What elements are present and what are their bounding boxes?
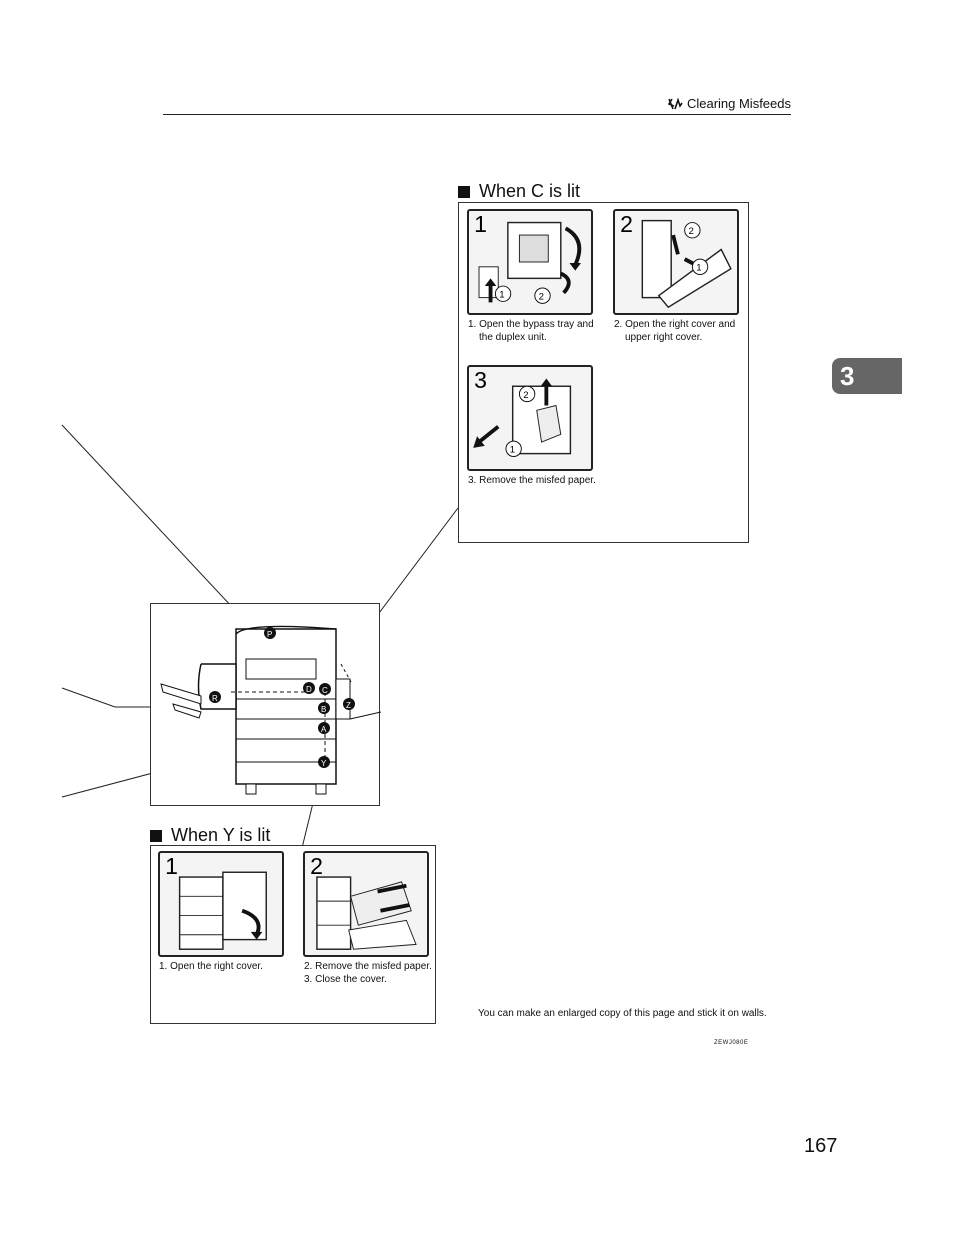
svg-text:1: 1 [499,290,504,301]
svg-text:A: A [321,725,327,734]
square-bullet-icon [150,829,162,842]
section-c-title: When C is lit [479,181,581,201]
label-b: B [318,702,330,714]
step-c1-illustration: 1 1 2 [467,209,593,315]
enlarge-note: You can make an enlarged copy of this pa… [478,1008,767,1019]
label-d: D [303,682,315,694]
section-y-box: 1 1. Open the right cover. 2 2. Remove t… [150,845,436,1024]
svg-text:1: 1 [165,853,178,879]
section-y-heading: When Y is lit [150,825,270,846]
svg-text:R: R [212,694,218,703]
svg-text:2: 2 [310,853,323,879]
step-c2-illustration: 2 2 1 [613,209,739,315]
section-c-box: 1 1 2 1. Open the bypass tray and the du… [458,202,749,543]
label-r: R [209,691,221,703]
header-title: Clearing Misfeeds [686,96,791,111]
step-y1-caption: 1. Open the right cover. [159,961,263,972]
svg-text:C: C [322,686,328,695]
machine-diagram: P R D C B A Y Z [150,603,382,806]
label-y: Y [318,756,330,768]
section-c-heading: When C is lit [458,181,580,202]
header-rule [163,114,791,115]
square-bullet-icon [458,185,470,198]
step-y1-illustration: 1 [158,851,284,957]
step-c3-illustration: 3 2 1 [467,365,593,471]
step-y2-illustration: 2 [303,851,429,957]
svg-text:2: 2 [689,226,694,237]
step-c2-caption: 2. Open the right cover and upper right … [614,319,736,343]
svg-text:2: 2 [620,211,633,237]
paper-misfeed-icon [667,96,683,109]
svg-text:1: 1 [510,445,515,456]
svg-text:P: P [267,630,272,639]
step-number: 1 [474,211,487,237]
svg-text:Y: Y [321,759,327,768]
label-p: P [264,627,276,639]
svg-text:B: B [321,705,326,714]
section-y-title: When Y is lit [171,825,271,845]
svg-text:D: D [306,685,312,694]
svg-text:Z: Z [346,701,351,710]
label-a: A [318,722,330,734]
svg-text:1: 1 [696,263,701,274]
svg-text:2: 2 [539,292,544,303]
svg-text:2: 2 [523,390,528,401]
running-header: Clearing Misfeeds [667,96,791,111]
chapter-tab: 3 [832,358,902,394]
machine-drawing: P R D C B A Y Z [160,625,382,795]
step-c3-caption: 3. Remove the misfed paper. [468,475,596,486]
svg-text:3: 3 [474,367,487,393]
label-c: C [319,683,331,695]
step-y2-caption: 2. Remove the misfed paper. 3. Close the… [304,961,432,985]
page-number: 167 [804,1135,838,1157]
label-z: Z [343,698,355,710]
step-c1-caption: 1. Open the bypass tray and the duplex u… [468,319,594,343]
figure-code: ZEWJ080E [714,1040,749,1046]
